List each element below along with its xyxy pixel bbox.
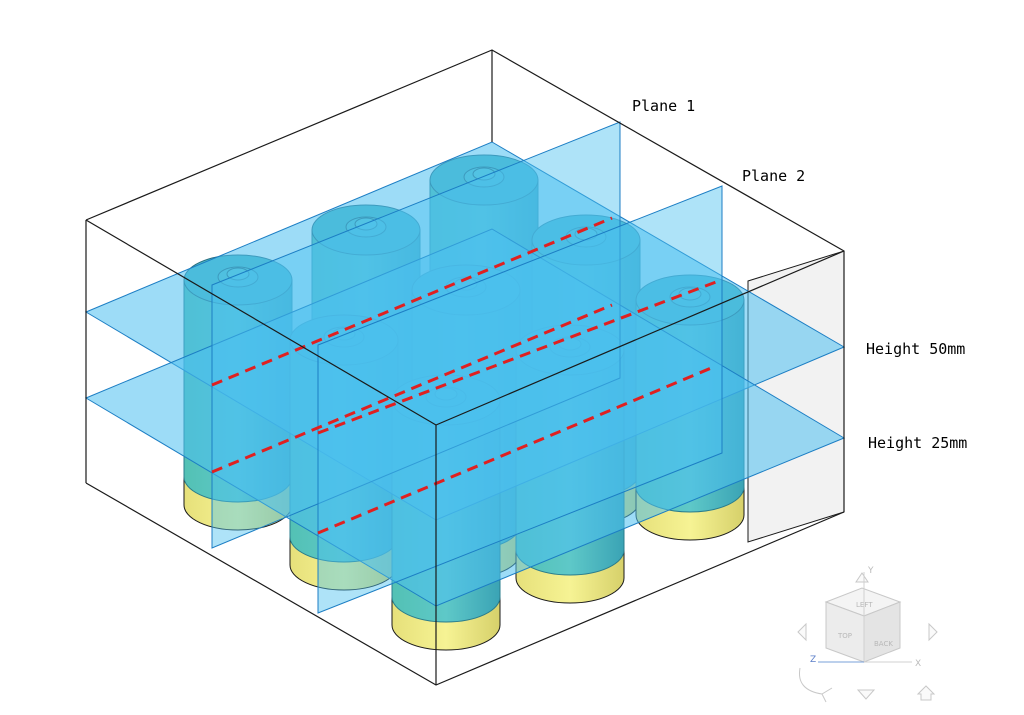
section-line-2: [211, 303, 613, 474]
vertical-plane-1: [211, 121, 621, 549]
label-plane-2: Plane 2: [742, 167, 805, 185]
view-cube-left-label: LEFT: [856, 601, 873, 609]
vertical-plane-2: [317, 185, 723, 614]
axis-x-label: X: [915, 659, 921, 669]
view-cube-top-label: TOP: [837, 632, 852, 640]
view-cube-arrow-left-icon[interactable]: [797, 622, 807, 642]
view-cube[interactable]: LEFT TOP BACK Y X Z: [797, 566, 938, 703]
bounding-box-front: [85, 49, 845, 686]
axis-z-label: Z: [810, 655, 816, 665]
view-cube-arrow-right-icon[interactable]: [928, 622, 938, 642]
view-cube-back-label: BACK: [874, 640, 893, 648]
section-line-1: [211, 216, 613, 387]
label-height-25mm: Height 25mm: [868, 434, 967, 452]
label-height-50mm: Height 50mm: [866, 340, 965, 358]
label-plane-1: Plane 1: [632, 97, 695, 115]
section-lines: [211, 216, 717, 535]
view-cube-arrow-down-icon[interactable]: [856, 689, 876, 700]
view-cube-rotate-icon[interactable]: [798, 667, 833, 703]
view-cube-home-icon[interactable]: [916, 685, 936, 701]
axis-y-label: Y: [867, 566, 874, 576]
view-cube-arrow-up-icon[interactable]: [855, 572, 869, 583]
